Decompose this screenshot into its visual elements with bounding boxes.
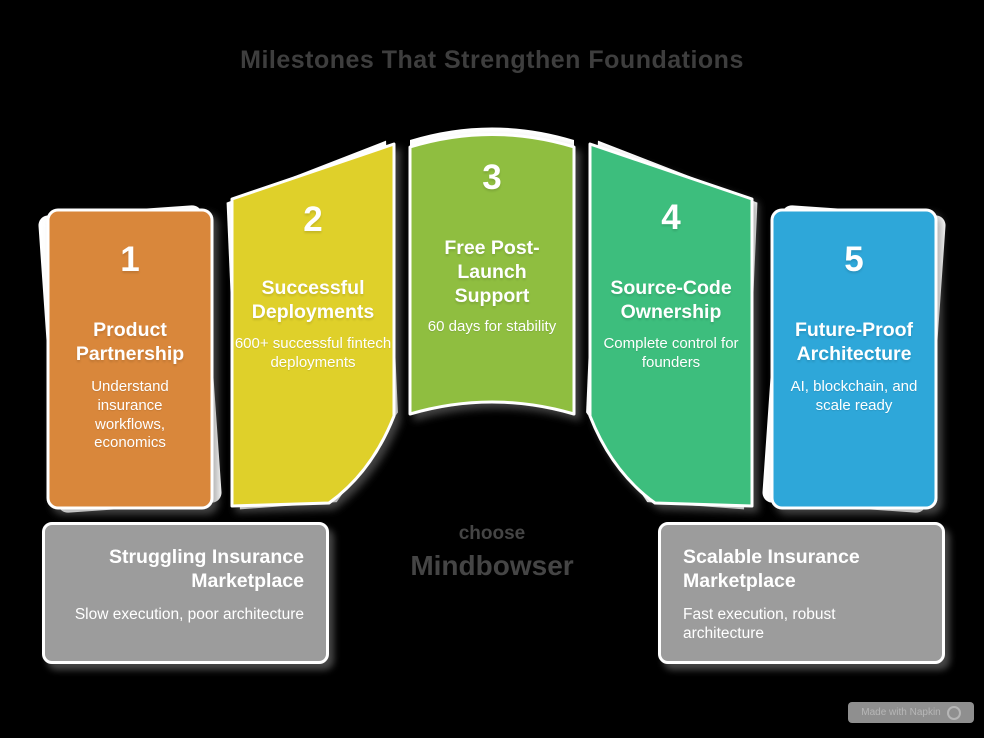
card-4-shape — [586, 140, 758, 510]
card-2-body: 600+ successful fintech deployments — [234, 335, 392, 371]
card-1-title: Product Partnership — [75, 319, 185, 366]
after-state-box: Scalable Insurance Marketplace Fast exec… — [658, 522, 945, 664]
center-brand-line1: choose — [458, 523, 526, 544]
before-state-box: Struggling Insurance Marketplace Slow ex… — [42, 522, 329, 664]
after-box-body: Fast execution, robust architecture — [683, 605, 836, 643]
center-brand-label: choose Mindbowser — [342, 523, 642, 582]
center-brand-line2: Mindbowser — [410, 549, 574, 581]
watermark-label: Made with Napkin — [861, 707, 941, 718]
card-5-shape — [762, 205, 946, 513]
card-5-body: AI, blockchain, and scale ready — [790, 378, 918, 414]
card-2-shape — [226, 140, 398, 510]
after-box-title: Scalable Insurance Marketplace — [683, 546, 860, 593]
card-4-title: Source-Code Ownership — [610, 277, 732, 324]
card-4-body: Complete control for founders — [603, 335, 739, 371]
watermark-logo-icon — [946, 705, 961, 720]
card-1-shape — [38, 205, 222, 513]
card-2-number: 2 — [303, 200, 323, 239]
card-5-number: 5 — [844, 240, 864, 279]
card-1-body: Understand insurance workflows, economic… — [91, 378, 169, 452]
card-3-body: 60 days for stability — [427, 318, 557, 335]
card-3-title: Free Post-Launch Support — [444, 237, 540, 308]
card-3-number: 3 — [482, 158, 502, 197]
card-4-number: 4 — [661, 198, 681, 237]
before-box-body: Slow execution, poor architecture — [74, 605, 304, 623]
card-5-title: Future-Proof Architecture — [794, 319, 914, 366]
card-3-shape — [408, 127, 576, 416]
watermark-badge[interactable]: Made with Napkin — [848, 702, 974, 723]
card-2-title: Successful Deployments — [251, 277, 375, 324]
before-box-title: Struggling Insurance Marketplace — [108, 546, 304, 593]
page-title: Milestones That Strengthen Foundations — [240, 46, 744, 74]
card-1-number: 1 — [120, 240, 140, 279]
